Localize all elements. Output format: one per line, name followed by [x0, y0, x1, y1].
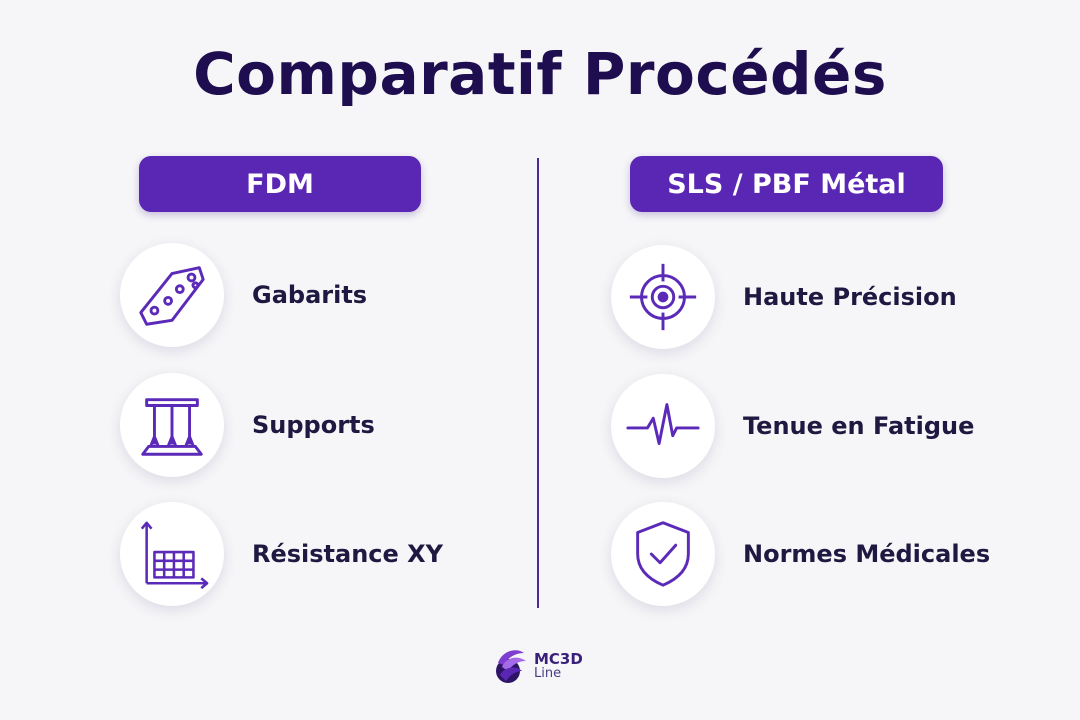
xy-grid-axes-icon: [120, 502, 224, 606]
item-label: Tenue en Fatigue: [743, 412, 975, 440]
item-label: Supports: [252, 411, 375, 439]
list-item-resistance-xy: Résistance XY: [120, 502, 443, 606]
shield-check-icon: [611, 502, 715, 606]
list-item-normes-medicales: Normes Médicales: [611, 502, 990, 606]
list-item-haute-precision: Haute Précision: [611, 245, 957, 349]
list-item-tenue-fatigue: Tenue en Fatigue: [611, 374, 974, 478]
brand-logo: MC3D Line: [492, 645, 583, 687]
support-structure-icon: [120, 373, 224, 477]
jig-plate-icon: [120, 243, 224, 347]
item-label: Haute Précision: [743, 283, 957, 311]
column-divider: [537, 158, 539, 608]
target-crosshair-icon: [611, 245, 715, 349]
sls-pbf-header: SLS / PBF Métal: [630, 156, 943, 212]
logo-subtitle: Line: [534, 666, 562, 681]
item-label: Normes Médicales: [743, 540, 991, 568]
item-label: Résistance XY: [252, 540, 444, 568]
page-title: Comparatif Procédés: [193, 40, 887, 108]
list-item-gabarits: Gabarits: [120, 243, 367, 347]
fdm-header: FDM: [139, 156, 421, 212]
item-label: Gabarits: [252, 281, 368, 309]
logo-name: MC3D: [534, 650, 583, 668]
swirl-logo-icon: [496, 650, 526, 683]
list-item-supports: Supports: [120, 373, 375, 477]
heartbeat-pulse-icon: [611, 374, 715, 478]
